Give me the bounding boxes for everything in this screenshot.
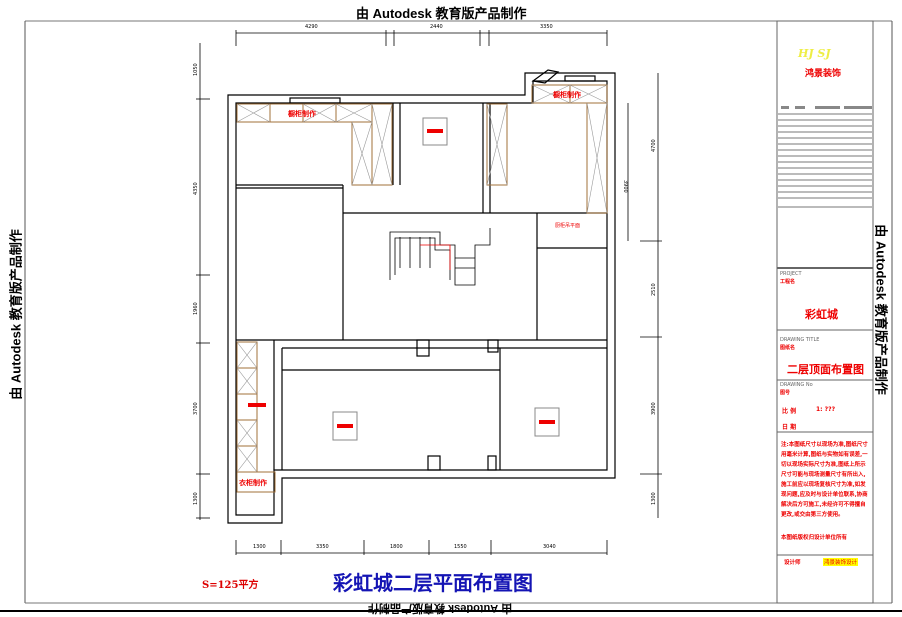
drawing-no-label-cn: 图号	[780, 390, 791, 396]
scale-label: 比 例	[782, 408, 797, 415]
dim-top-1: 4290	[305, 24, 318, 30]
drawing-title-label: DRAWING TITLE	[780, 337, 820, 343]
dim-left-5: 1300	[193, 492, 199, 505]
cabinets	[236, 84, 608, 493]
kitchen-note: 厨柜吊平面	[555, 223, 581, 229]
copyright-note: 本图纸版权归设计单位所有	[781, 535, 848, 541]
dim-left-2: 4350	[193, 182, 199, 195]
dim-top-3: 3350	[540, 24, 553, 30]
area-label: S=125平方	[202, 580, 259, 591]
dim-bottom-4: 1550	[454, 544, 467, 550]
drawing-no-label: DRAWING No	[780, 382, 813, 388]
title-block-lines	[781, 106, 872, 109]
dim-bottom-3: 1800	[390, 544, 403, 550]
cabinet-label: 橱柜制作	[553, 91, 581, 99]
dim-bottom-1: 1300	[253, 544, 266, 550]
project-label: PROJECT	[780, 271, 802, 277]
scale-value: 1: ???	[816, 406, 836, 413]
dim-right-1: 4700	[651, 139, 657, 152]
designer-label: 设计师	[784, 560, 801, 566]
dimension-labels: 4290 2440 3350 1050 4350 1960 3700 1300 …	[193, 24, 657, 550]
plan-title: 彩虹城二层平面布置图	[333, 571, 533, 595]
cabinet-label: 橱柜制作	[288, 110, 316, 118]
dim-bottom-5: 3040	[543, 544, 556, 550]
project-name: 彩虹城	[805, 308, 838, 321]
notes: 注:本图纸尺寸以现场为准,图纸尺寸用毫米计算,图纸与实物如有误差,一切以现场实际…	[781, 442, 868, 518]
wardrobe-label: 衣柜制作	[239, 479, 267, 487]
dim-left-1: 1050	[193, 63, 199, 76]
drawing-title: 二层顶面布置图	[787, 363, 864, 376]
watermark-left: 由 Autodesk 教育版产品制作	[8, 229, 24, 400]
drawing-title-label-cn: 图纸名	[780, 345, 796, 351]
dim-right-2: 2510	[651, 283, 657, 296]
walls	[227, 69, 616, 524]
dim-right-inner: 3900	[622, 180, 628, 193]
dim-right-4: 1300	[651, 492, 657, 505]
date-label: 日 期	[782, 424, 797, 431]
project-label-cn: 工程名	[780, 279, 796, 285]
dim-bottom-2: 3350	[316, 544, 329, 550]
ceiling-lights	[248, 117, 560, 441]
dim-top-2: 2440	[430, 24, 443, 30]
company-logo: HJ SJ	[798, 47, 831, 60]
watermark-bottom: 由 Autodesk 教育版产品制作	[368, 602, 513, 614]
watermark-top: 由 Autodesk 教育版产品制作	[356, 6, 527, 21]
dim-left-3: 1960	[193, 302, 199, 315]
designer-value: 鸿景装饰设计	[823, 558, 859, 566]
dim-left-4: 3700	[193, 402, 199, 415]
dimension-lines	[196, 30, 662, 555]
watermark-right: 由 Autodesk 教育版产品制作	[873, 224, 889, 395]
company-name: 鸿景装饰	[805, 69, 842, 79]
dim-right-3: 3900	[651, 402, 657, 415]
staircase	[389, 228, 491, 286]
